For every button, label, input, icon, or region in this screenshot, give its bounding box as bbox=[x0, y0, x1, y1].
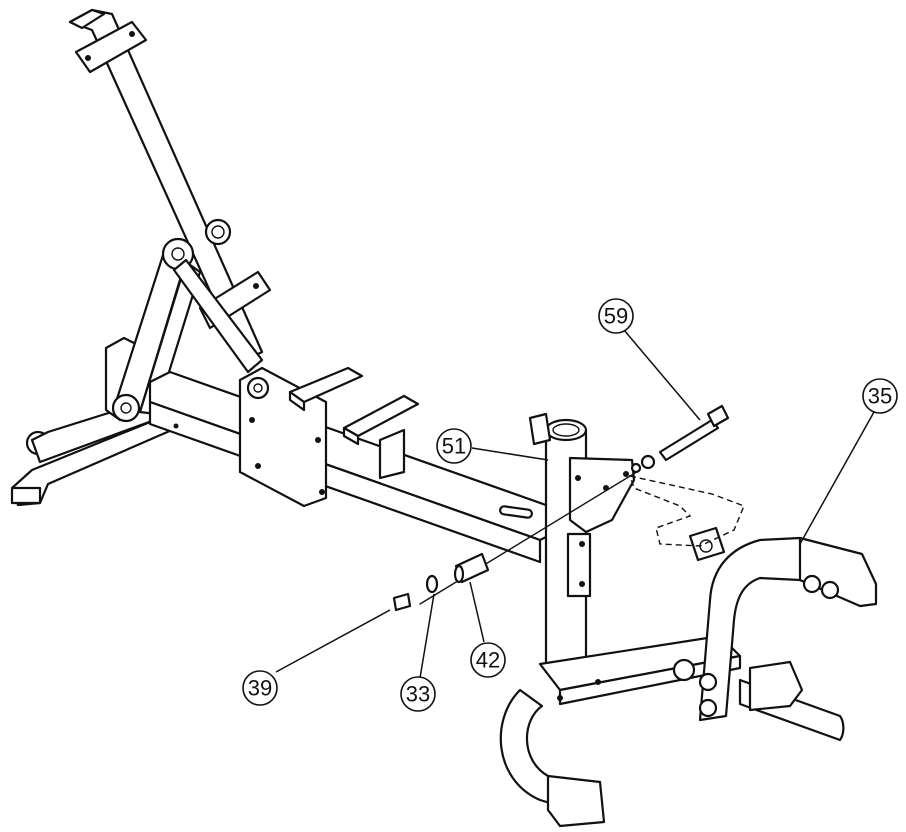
callout-label-51: 51 bbox=[442, 434, 466, 459]
callout-35: 35 bbox=[862, 378, 898, 414]
callout-label-42: 42 bbox=[476, 648, 500, 673]
support-arm bbox=[111, 237, 264, 423]
callout-label-59: 59 bbox=[604, 304, 628, 329]
callout-label-33: 33 bbox=[406, 682, 430, 707]
leader-59 bbox=[623, 329, 701, 421]
leader-lines bbox=[275, 329, 875, 679]
leader-33 bbox=[419, 593, 435, 679]
main-rail bbox=[148, 366, 562, 564]
callout-label-39: 39 bbox=[248, 676, 272, 701]
callout-39: 39 bbox=[242, 670, 278, 706]
leader-39 bbox=[275, 609, 391, 673]
leader-42 bbox=[469, 581, 485, 643]
callout-59: 59 bbox=[598, 298, 634, 334]
leader-35 bbox=[799, 411, 875, 545]
front-base bbox=[499, 634, 742, 828]
hardware bbox=[392, 404, 745, 612]
leg-assembly bbox=[672, 526, 878, 742]
callout-33: 33 bbox=[400, 676, 436, 712]
leader-51 bbox=[471, 447, 549, 461]
callout-42: 42 bbox=[470, 642, 506, 678]
callout-label-35: 35 bbox=[868, 384, 892, 409]
front-upright bbox=[528, 412, 636, 674]
callout-51: 51 bbox=[436, 428, 472, 464]
